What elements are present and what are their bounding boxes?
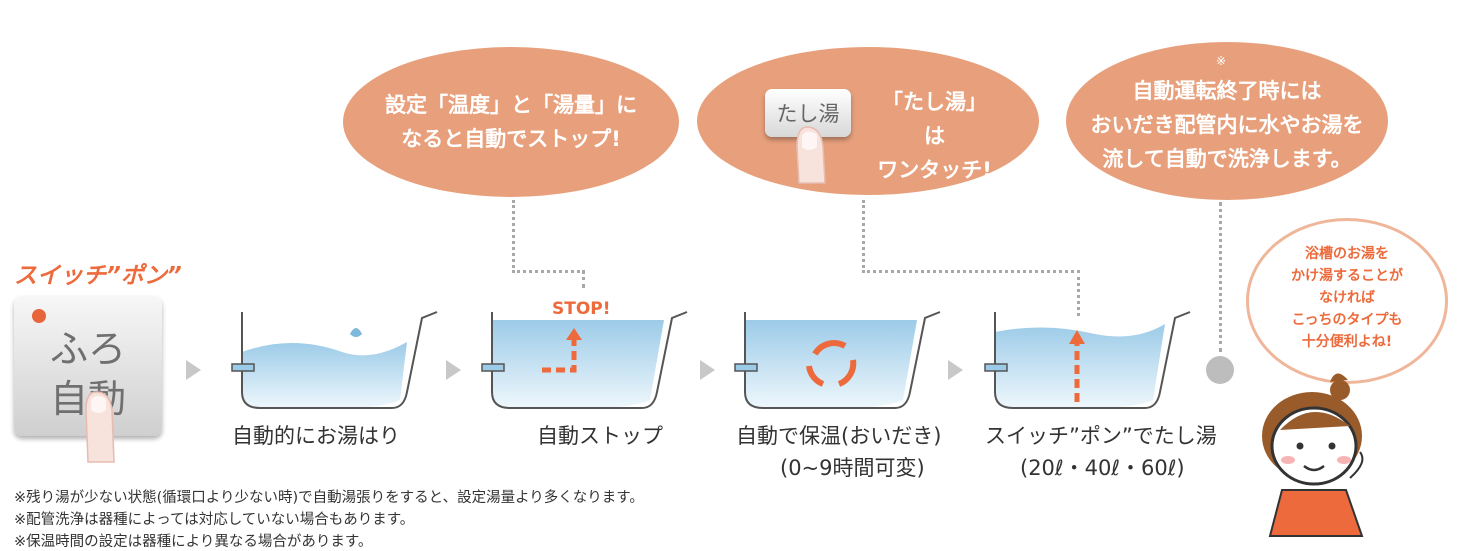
bubble-pipe-clean-text: 自動運転終了時には おいだき配管内に水やお湯を 流して自動で洗浄します。 [1090, 79, 1364, 171]
circular-arrows-icon [806, 340, 857, 387]
connector-tashiyu-down [1077, 270, 1080, 316]
bubble-auto-stop-text: 設定「温度」と「湯量」に なると自動でストップ! [385, 93, 637, 151]
step-label-keep-warm: 自動で保温(おいだき) [736, 424, 942, 448]
bathtub-keep-warm [734, 311, 941, 409]
footnote-1: ※残り湯が少ない状態(循環口より少ない時)で自動湯張りをすると、設定湯量より多く… [14, 490, 644, 506]
finger-icon [796, 126, 826, 184]
connector-stop [512, 200, 585, 273]
switch-title: スイッチ”ポン” [14, 263, 182, 289]
step-arrow-2 [446, 360, 461, 380]
connector-tashiyu [862, 200, 1080, 273]
bathtub-filling [231, 311, 438, 409]
step-arrow-1 [186, 360, 201, 380]
woman-character-icon [1262, 373, 1364, 537]
button-line1: ふろ [49, 327, 126, 371]
step-arrow-4 [948, 360, 963, 380]
finger-icon [85, 391, 115, 463]
bubble-tashiyu-text: 「たし湯」は ワンタッチ! [877, 90, 992, 182]
step-arrow-3 [700, 360, 715, 380]
step-label-add-water-sub: (20ℓ・40ℓ・60ℓ) [1020, 456, 1185, 480]
tashiyu-button-label: たし湯 [776, 102, 840, 126]
speech-bubble: 浴槽のお湯を かけ湯することが なければ こっちのタイプも 十分便利よね! [1246, 218, 1448, 384]
bubble-pipe-clean: ※ 自動運転終了時には おいだき配管内に水やお湯を 流して自動で洗浄します。 [1066, 42, 1388, 200]
bubble-auto-stop: 設定「温度」と「湯量」に なると自動でストップ! [343, 47, 679, 197]
speech-text: 浴槽のお湯を かけ湯することが なければ こっちのタイプも 十分便利よね! [1291, 246, 1403, 350]
up-arrow-icon [542, 338, 577, 373]
end-dot [1206, 356, 1234, 384]
footnote-2: ※配管洗浄は器種によっては対応していない場合もあります。 [14, 512, 415, 528]
bathtub-stop [481, 311, 688, 409]
step-label-stop: 自動ストップ [537, 424, 663, 448]
bubble-tashiyu: たし湯 「たし湯」は ワンタッチ! [697, 47, 1039, 195]
connector-clean [1219, 202, 1222, 352]
stop-badge: STOP! [552, 299, 611, 319]
step-label-keep-warm-sub: (0~9時間可変) [780, 456, 925, 480]
furo-jido-button: ふろ 自動 [14, 296, 162, 436]
water-splash-icon [350, 328, 362, 337]
indicator-lamp [32, 309, 46, 323]
step-label-fill: 自動的にお湯はり [232, 424, 400, 448]
bathtub-add-water [984, 311, 1191, 409]
asterisk-mark: ※ [1216, 54, 1227, 68]
step-label-add-water: スイッチ”ポン”でたし湯 [985, 424, 1217, 448]
connector-stop-down [582, 270, 585, 288]
footnote-3: ※保温時間の設定は器種により異なる場合があります。 [14, 534, 373, 550]
